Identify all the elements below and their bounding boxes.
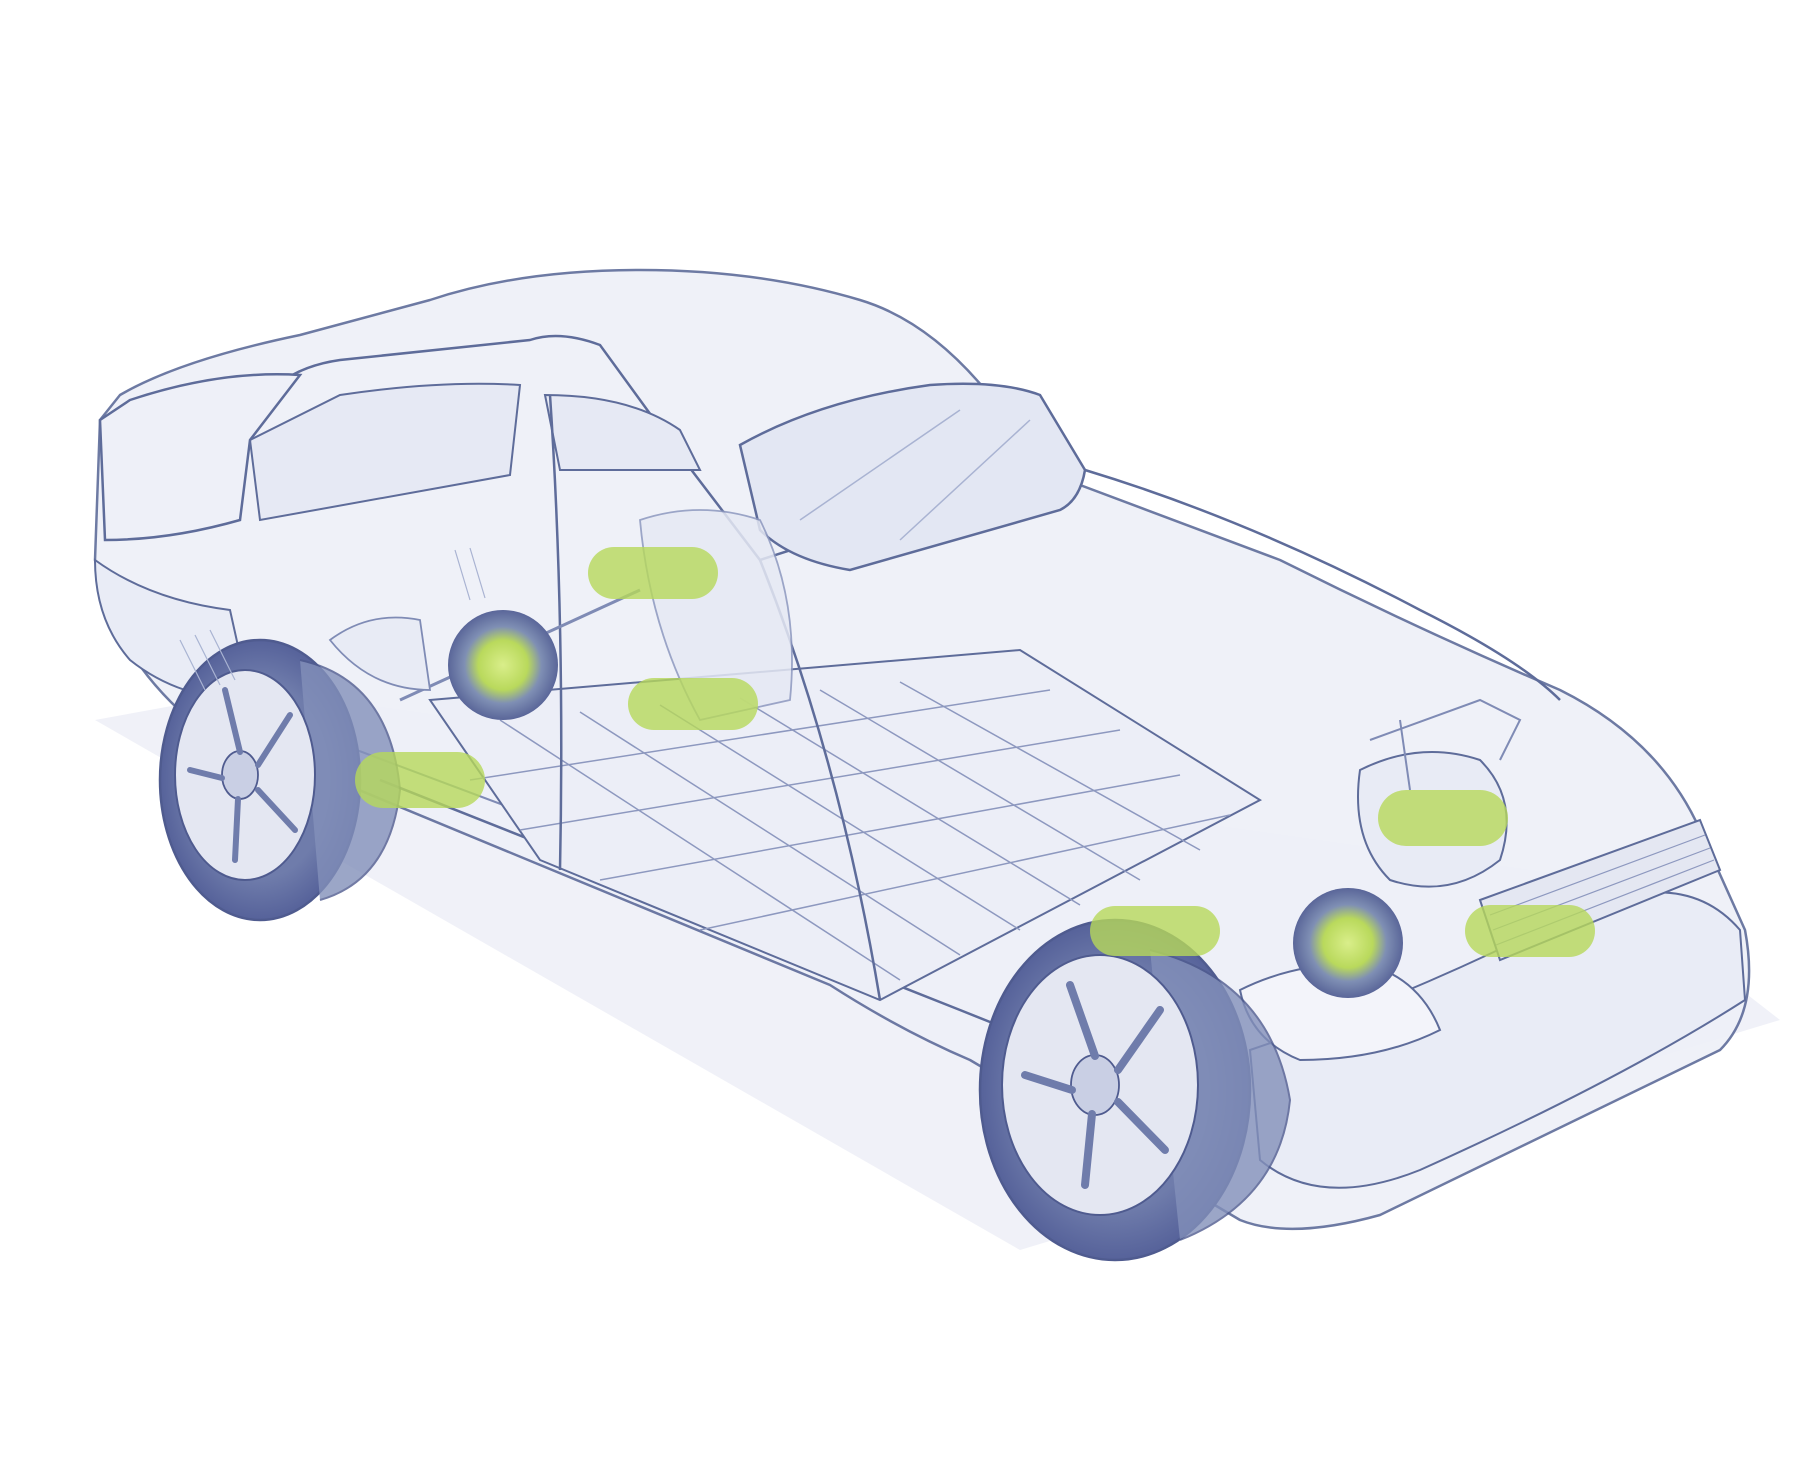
side-window — [543, 393, 702, 471]
highlight-capsule — [628, 678, 758, 730]
front-wheel — [978, 918, 1292, 1262]
highlight-markers — [355, 547, 1595, 998]
rear-wheel — [158, 638, 402, 922]
highlight-capsule — [1465, 905, 1595, 957]
highlight-capsule — [1378, 790, 1508, 846]
highlight-disc — [1293, 888, 1403, 998]
battery-cell-lines — [469, 681, 1231, 981]
highlight-capsule — [355, 752, 485, 808]
rear-window — [248, 382, 522, 522]
windshield-streak — [799, 409, 961, 521]
windshield-streak-2 — [899, 419, 1031, 541]
hood-line — [1084, 468, 1561, 701]
sketch-hatching — [179, 547, 486, 691]
rear-subframe — [328, 616, 432, 691]
engine-bay-components — [1369, 698, 1522, 791]
front-bumper — [1248, 891, 1747, 1189]
trunk — [98, 373, 303, 542]
highlight-capsule — [588, 547, 718, 599]
highlight-disc — [448, 610, 558, 720]
highlight-capsule — [1090, 906, 1220, 956]
windshield — [738, 382, 1087, 572]
